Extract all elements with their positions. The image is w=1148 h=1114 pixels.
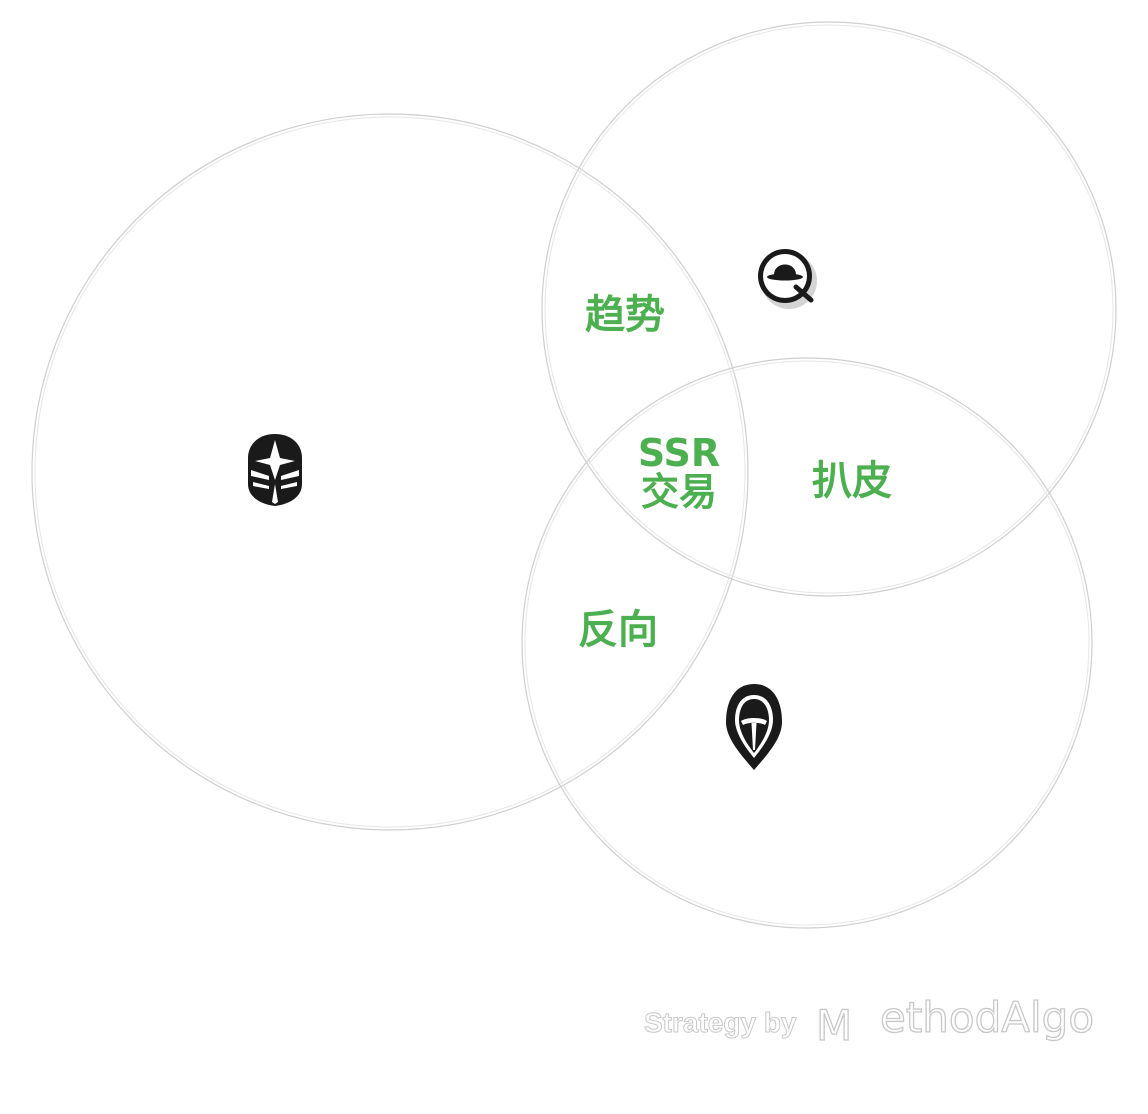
strategy-credit: Strategy by M ethodAlgo (644, 992, 1095, 1050)
brand-logo-text: ethodAlgo (880, 993, 1094, 1042)
left-circle (31, 113, 749, 831)
hooded-mask-icon (726, 684, 782, 770)
credit-prefix: Strategy by (644, 1007, 797, 1038)
bowler-hat-magnifier-icon (758, 249, 817, 309)
reversal-label: 反向 (578, 607, 658, 653)
trend-label: 趋势 (585, 292, 665, 338)
brand-logo-initial: M (816, 1001, 852, 1050)
knight-helmet-icon (248, 434, 302, 506)
bottom-circle (521, 357, 1093, 929)
scalp-label: 扒皮 (812, 458, 892, 504)
center-label-line1: SSR (638, 431, 720, 475)
center-label-line2: 交易 (641, 470, 717, 514)
top-right-circle (541, 21, 1117, 597)
